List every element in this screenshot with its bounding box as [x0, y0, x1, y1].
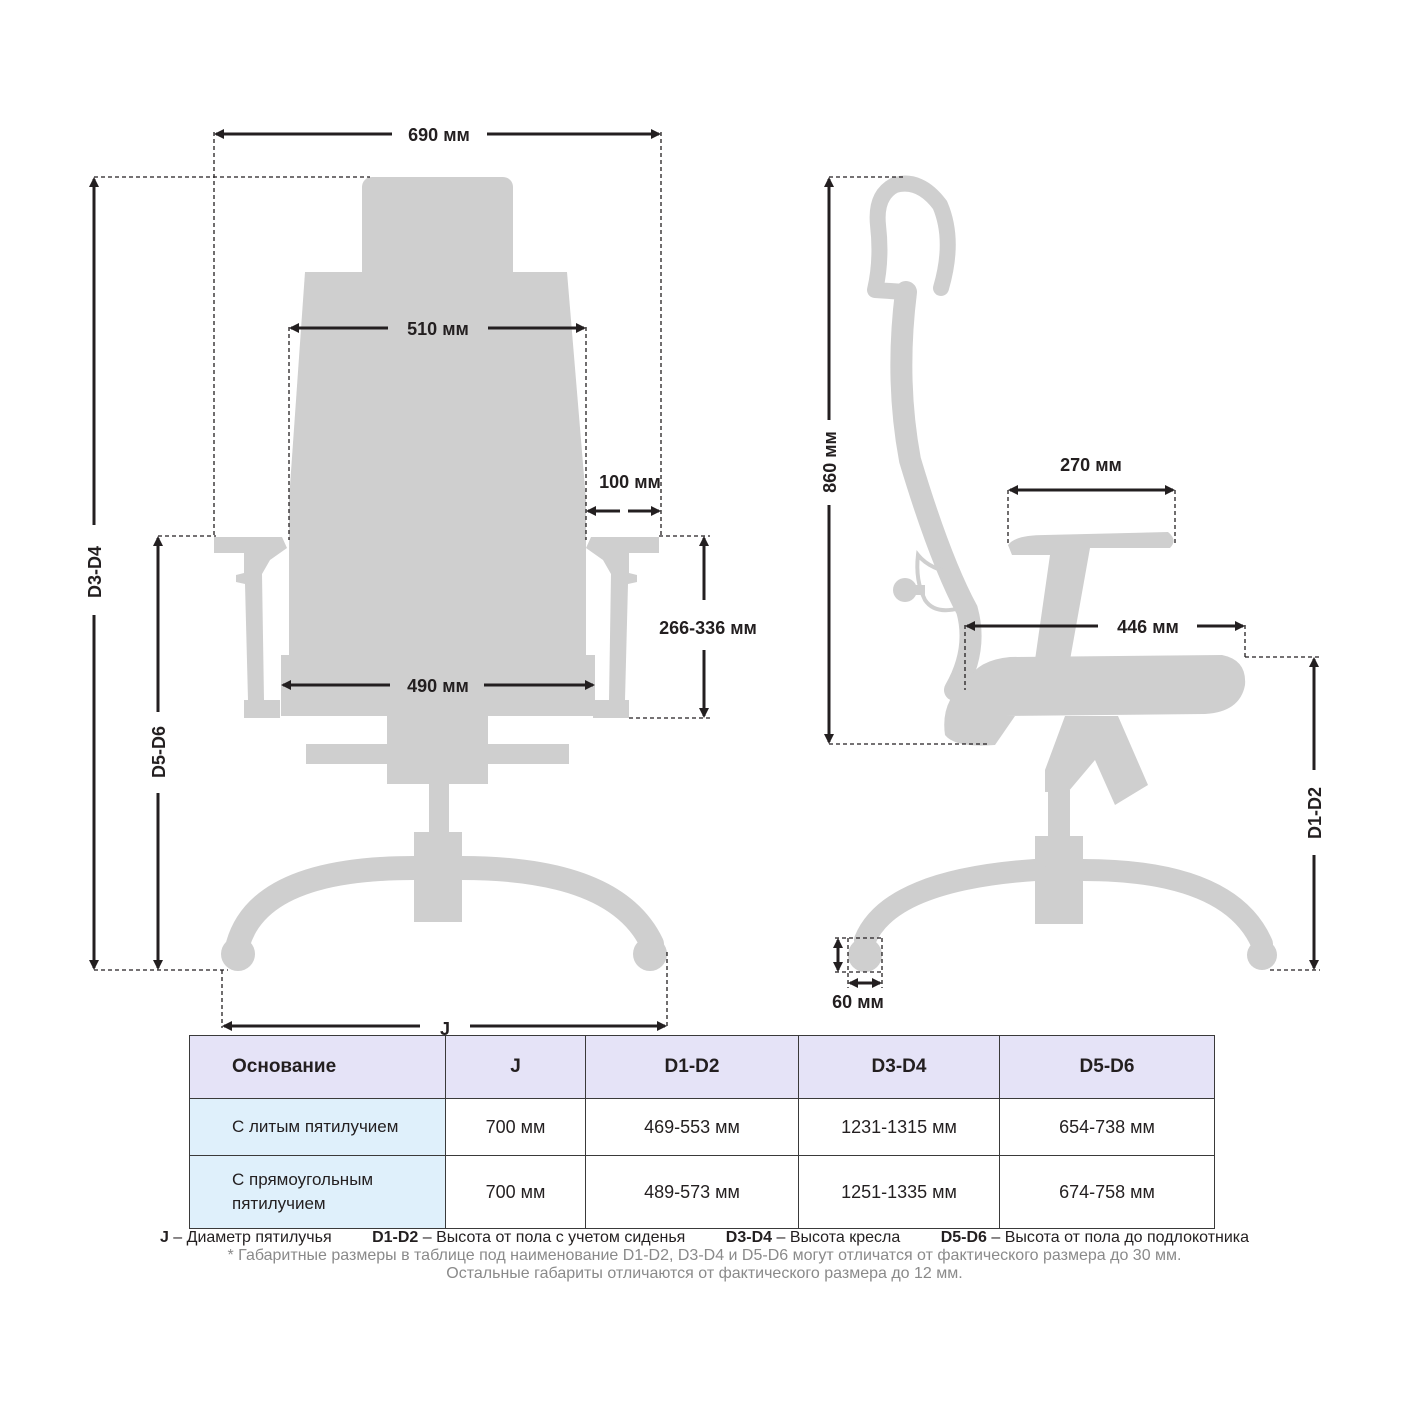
cell-d1-d2: 469-553 мм [585, 1098, 799, 1156]
wheel-size-label: 60 мм [832, 992, 884, 1012]
header-j: J [445, 1035, 586, 1099]
armrest-offset-label: 100 мм [599, 472, 661, 492]
side-headrest [867, 175, 956, 300]
table-row: С литым пятилучием 700 мм 469-553 мм 123… [189, 1098, 1215, 1156]
front-gas-lift [429, 784, 449, 834]
front-headrest [362, 177, 513, 285]
front-armrest-left [214, 537, 287, 700]
row-label: С прямоугольным пятилучием [189, 1155, 446, 1229]
side-backrest [890, 281, 982, 701]
front-mechanism [387, 716, 488, 784]
seat-width-label: 490 мм [407, 676, 469, 696]
cell-d3-d4: 1251-1335 мм [798, 1155, 1000, 1229]
back-width-label: 510 мм [407, 319, 469, 339]
front-backrest [289, 272, 586, 655]
seat-floor-code-label: D1-D2 [1305, 787, 1325, 839]
side-wheel-back [1247, 940, 1277, 970]
table-header-row: Основание J D1-D2 D3-D4 D5-D6 [189, 1035, 1215, 1099]
armrest-floor-code-label: D5-D6 [149, 726, 169, 778]
cell-d5-d6: 654-738 мм [999, 1098, 1215, 1156]
back-height-label: 860 мм [820, 431, 840, 493]
header-d3-d4: D3-D4 [798, 1035, 1000, 1099]
header-d5-d6: D5-D6 [999, 1035, 1215, 1099]
front-base-arc [226, 856, 426, 956]
front-column [414, 832, 462, 922]
legend: J – Диаметр пятилучья D1-D2 – Высота от … [0, 1229, 1409, 1283]
width-690-label: 690 мм [408, 125, 470, 145]
legend-item-d5-d6: D5-D6 – Высота от пола до подлокотника [940, 1229, 1250, 1246]
cell-j: 700 мм [445, 1098, 586, 1156]
side-wheel-front [848, 938, 882, 972]
side-base-arc [854, 859, 1046, 951]
tolerance-note-2: Остальные габариты отличаются от фактиче… [446, 1265, 963, 1282]
row-label: С литым пятилучием [189, 1098, 446, 1156]
side-lumbar [915, 550, 961, 613]
armrest-height-label: 266-336 мм [659, 618, 757, 638]
side-column [1035, 836, 1083, 924]
legend-item-j: J – Диаметр пятилучья [159, 1229, 332, 1246]
front-view-chair [214, 177, 667, 971]
seat-depth-label: 446 мм [1117, 617, 1179, 637]
cell-j: 700 мм [445, 1155, 586, 1229]
front-armrest-right [586, 537, 659, 700]
legend-item-d1-d2: D1-D2 – Высота от пола с учетом сиденья [372, 1229, 686, 1246]
side-armrest [1008, 532, 1174, 660]
tolerance-note-1: * Габаритные размеры в таблице под наиме… [227, 1247, 1182, 1264]
armrest-depth-label: 270 мм [1060, 455, 1122, 475]
side-seat [944, 655, 1246, 735]
front-wheel-left [221, 937, 255, 971]
cell-d3-d4: 1231-1315 мм [798, 1098, 1000, 1156]
side-gas-lift [1048, 790, 1070, 840]
side-dimensions: 860 мм 270 мм 446 мм D1-D2 60 мм [820, 176, 1325, 1012]
cell-d1-d2: 489-573 мм [585, 1155, 799, 1229]
header-base: Основание [189, 1035, 446, 1099]
front-dimensions: 690 мм 510 мм 100 мм 266-336 мм 490 мм D… [85, 125, 757, 1039]
header-d1-d2: D1-D2 [585, 1035, 799, 1099]
cell-d5-d6: 674-758 мм [999, 1155, 1215, 1229]
base-code-label: J [440, 1019, 450, 1039]
legend-item-d3-d4: D3-D4 – Высота кресла [725, 1229, 901, 1246]
side-mechanism [1045, 716, 1148, 805]
front-wheel-right [633, 937, 667, 971]
specification-table: Основание J D1-D2 D3-D4 D5-D6 С литым пя… [189, 1035, 1215, 1229]
chair-height-code-label: D3-D4 [85, 546, 105, 598]
table-row: С прямоугольным пятилучием 700 мм 489-57… [189, 1155, 1215, 1229]
legend-terms: J – Диаметр пятилучья D1-D2 – Высота от … [0, 1229, 1409, 1247]
side-view-chair [848, 175, 1277, 972]
